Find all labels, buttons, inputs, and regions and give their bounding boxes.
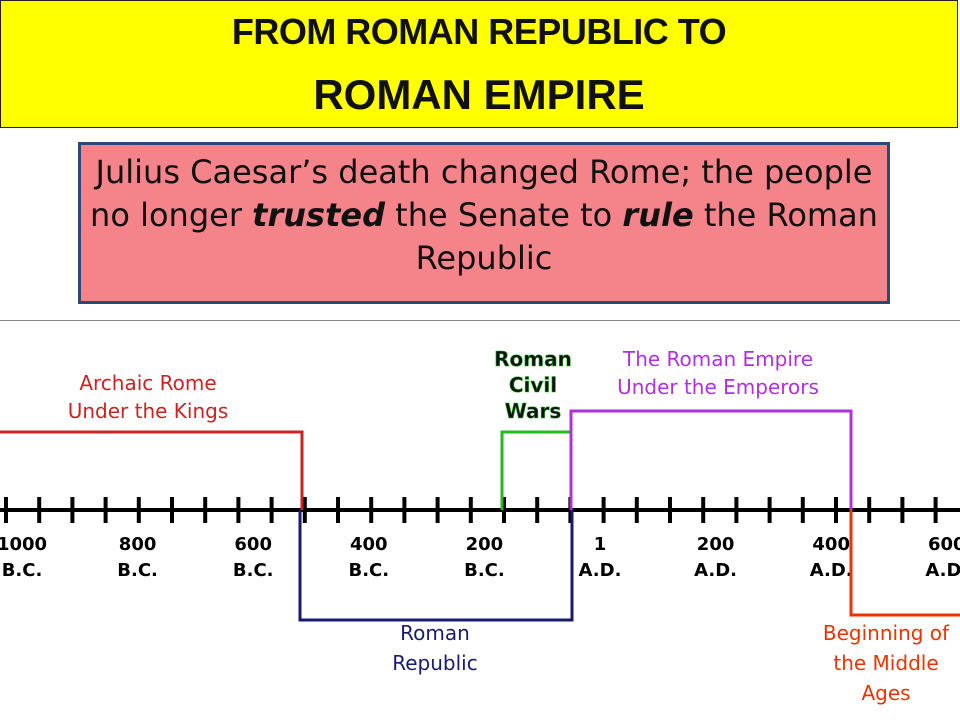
tick-era-label: B.C. xyxy=(2,560,43,581)
republic-bracket xyxy=(298,510,574,622)
middle-ages-label-line3: Ages xyxy=(861,681,910,705)
statement-text-1: Julius Caesar’s death changed Rome; the … xyxy=(90,153,873,234)
tick-year-label: 1 xyxy=(594,534,607,555)
tick-era-label: B.C. xyxy=(117,560,158,581)
middle-ages-label-line2: the Middle xyxy=(833,651,938,675)
republic-label-line1: Roman xyxy=(400,621,470,645)
statement-emphasis-rule: rule xyxy=(622,196,694,234)
tick-year-label: 600 xyxy=(928,534,960,555)
middle-ages-bracket xyxy=(849,510,960,617)
empire-label-line2: Under the Emperors xyxy=(617,375,819,399)
empire-bracket xyxy=(569,409,853,510)
middle-ages-label-line1: Beginning of xyxy=(823,621,950,645)
civil-wars-label-line2: Civil xyxy=(509,373,557,397)
statement-text-2: the Senate to xyxy=(384,196,623,234)
tick-era-label: B.C. xyxy=(348,560,389,581)
statement-emphasis-trusted: trusted xyxy=(252,196,385,234)
civil-wars-label-line3: Wars xyxy=(505,399,562,423)
tick-year-label: 400 xyxy=(812,534,850,555)
tick-era-label: A.D. xyxy=(925,560,960,581)
archaic-label-line2: Under the Kings xyxy=(68,399,229,423)
tick-year-label: 800 xyxy=(119,534,157,555)
archaic-period-bracket xyxy=(0,430,304,510)
tick-era-label: B.C. xyxy=(233,560,274,581)
tick-year-label: 600 xyxy=(234,534,272,555)
statement-box: Julius Caesar’s death changed Rome; the … xyxy=(78,142,890,304)
statement-text-3: the Roman Republic xyxy=(415,196,878,277)
civil-wars-label-line1: Roman xyxy=(494,347,572,371)
tick-era-label: A.D. xyxy=(810,560,853,581)
title-line-1: FROM ROMAN REPUBLIC TO xyxy=(231,11,727,52)
archaic-label-line1: Archaic Rome xyxy=(79,371,216,395)
republic-label-line2: Republic xyxy=(392,651,477,675)
tick-era-label: B.C. xyxy=(464,560,505,581)
title-line-2: ROMAN EMPIRE xyxy=(313,71,645,118)
empire-label-line1: The Roman Empire xyxy=(622,347,813,371)
title-banner: FROM ROMAN REPUBLIC TO ROMAN EMPIRE xyxy=(0,0,958,128)
tick-year-label: 200 xyxy=(697,534,735,555)
tick-era-label: A.D. xyxy=(694,560,737,581)
tick-era-label: A.D. xyxy=(579,560,622,581)
tick-year-label: 200 xyxy=(466,534,504,555)
tick-year-label: 1000 xyxy=(0,534,47,555)
section-divider xyxy=(0,320,960,321)
tick-year-label: 400 xyxy=(350,534,388,555)
